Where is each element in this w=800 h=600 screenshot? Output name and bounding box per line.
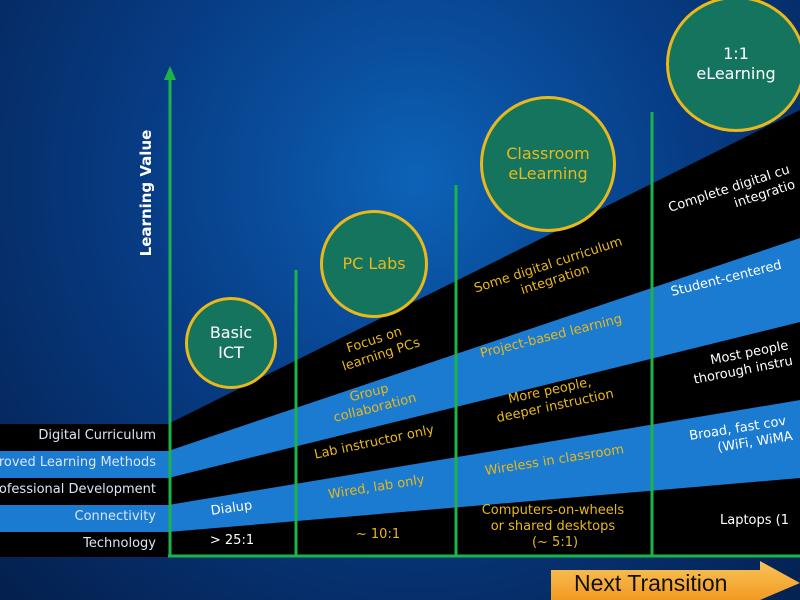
row-label-learning-methods: roved Learning Methods xyxy=(0,451,158,475)
stage3-technology: Computers-on-wheels or shared desktops (… xyxy=(482,503,629,550)
up-arrow-icon xyxy=(164,66,176,80)
stage-circle-pc-labs: PC Labs xyxy=(320,210,428,318)
stage2-technology: ~ 10:1 xyxy=(356,527,400,542)
stage3-technology-line2: or shared desktops xyxy=(491,519,616,534)
row-label-professional-development-text: ofessional Development xyxy=(0,482,156,497)
stage1-technology: > 25:1 xyxy=(210,533,254,548)
row-label-professional-development: ofessional Development xyxy=(0,478,158,502)
next-transition-label: Next Transition xyxy=(574,570,728,596)
stage1-connectivity: Dialup xyxy=(210,498,253,519)
row-label-connectivity: Connectivity xyxy=(0,505,158,529)
stage3-technology-line3: (~ 5:1) xyxy=(532,535,578,550)
next-transition-arrow xyxy=(551,561,800,600)
row-label-technology-text: Technology xyxy=(83,536,156,551)
stage-circle-basic-ict: Basic ICT xyxy=(185,297,277,389)
axes xyxy=(164,66,800,558)
stage3-technology-line1: Computers-on-wheels xyxy=(482,503,625,518)
band-technology xyxy=(0,478,800,557)
row-label-technology: Technology xyxy=(0,532,158,556)
stage-dividers xyxy=(294,112,654,557)
row-label-digital-curriculum: Digital Curriculum xyxy=(0,424,158,448)
right-arrow-icon xyxy=(551,561,800,600)
band-digital-curriculum xyxy=(0,110,800,451)
row-label-learning-methods-text: roved Learning Methods xyxy=(0,455,156,470)
row-label-digital-curriculum-text: Digital Curriculum xyxy=(38,428,156,443)
row-label-connectivity-text: Connectivity xyxy=(74,509,156,524)
stage4-connectivity: Broad, fast cov (WiFi, WiMA xyxy=(688,413,794,460)
stage4-technology: Laptops (1 xyxy=(720,513,789,528)
stage-circle-classroom-elearning: Classroom eLearning xyxy=(480,96,616,232)
stage-circle-one-to-one-elearning: 1:1 eLearning xyxy=(666,0,800,132)
y-axis-label: Learning Value xyxy=(137,129,155,257)
